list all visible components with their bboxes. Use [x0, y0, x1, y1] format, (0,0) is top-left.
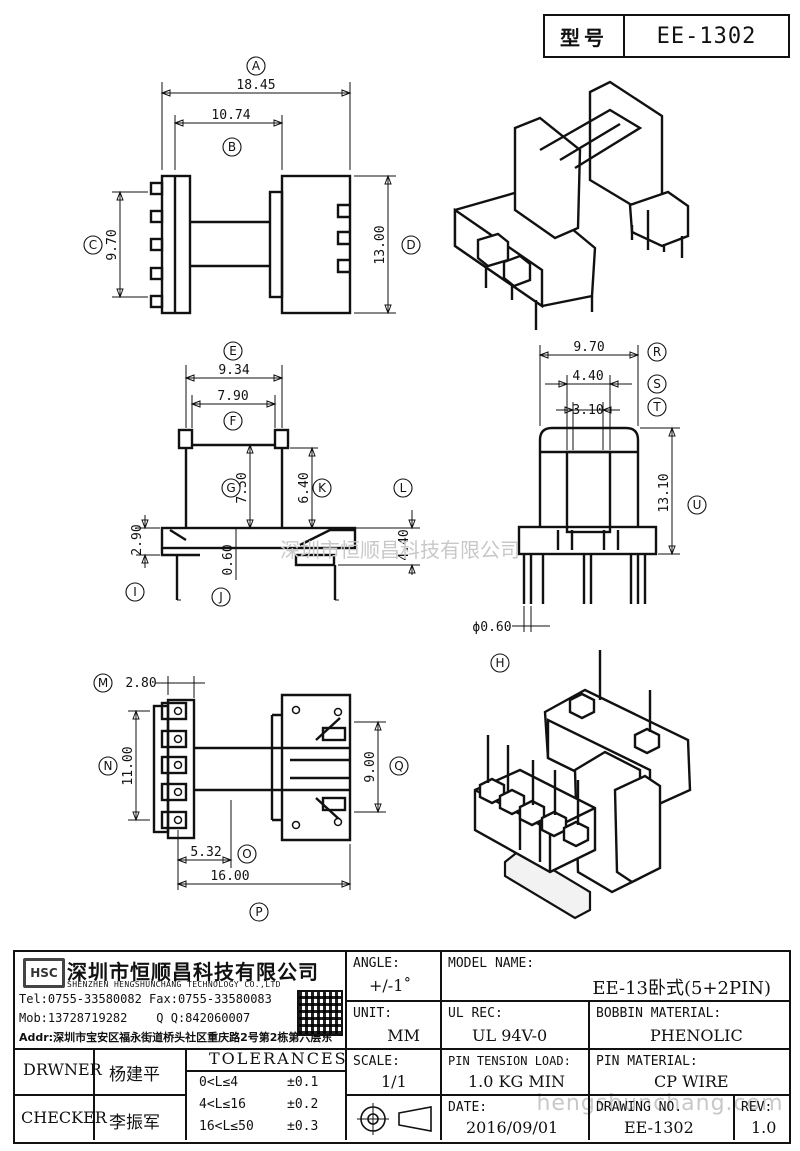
svg-text:9.34: 9.34	[218, 363, 249, 378]
projection-symbol-cell	[345, 1094, 440, 1140]
projection-symbol-icon	[357, 1103, 432, 1135]
qr-code-icon	[297, 990, 343, 1036]
svg-text:U: U	[693, 498, 702, 512]
svg-text:G: G	[226, 481, 235, 495]
svg-text:H: H	[495, 656, 504, 670]
svg-text:16.00: 16.00	[210, 869, 249, 884]
unit-cell: UNIT: MM	[345, 1000, 440, 1048]
svg-text:9.70: 9.70	[105, 229, 120, 260]
model-name-cell: MODEL NAME: EE-13卧式(5+2PIN)	[440, 952, 789, 1000]
top-view: 18.45 A 10.74 B 9.70 C 13.00 D	[83, 56, 421, 315]
company-name-cn: 深圳市恒顺昌科技有限公司	[67, 960, 319, 984]
company-info: HSC 深圳市恒顺昌科技有限公司 SHENZHEN HENGSHUNCHANG …	[15, 952, 345, 1048]
svg-text:R: R	[653, 345, 661, 359]
pin-material-cell: PIN MATERIAL: CP WIRE	[588, 1048, 789, 1094]
iso-view-1	[453, 80, 690, 330]
tolerances-header: TOLERANCES	[185, 1048, 346, 1070]
svg-text:E: E	[229, 344, 237, 358]
svg-text:O: O	[242, 847, 251, 861]
svg-text:C: C	[89, 238, 97, 252]
model-number: EE-1302	[656, 23, 757, 49]
svg-text:ϕ0.60: ϕ0.60	[472, 620, 511, 635]
svg-text:I: I	[133, 585, 137, 599]
svg-text:0.60: 0.60	[221, 544, 236, 575]
company-logo: HSC	[23, 958, 65, 988]
drwner-label-cell: DRWNER	[23, 1060, 102, 1079]
svg-text:7.50: 7.50	[235, 472, 250, 503]
checker-value-cell: 李振军	[93, 1094, 185, 1140]
svg-text:S: S	[653, 377, 661, 391]
svg-text:N: N	[104, 759, 113, 773]
svg-text:F: F	[230, 414, 237, 428]
date-cell: DATE: 2016/09/01	[440, 1094, 588, 1140]
scale-cell: SCALE: 1/1	[345, 1048, 440, 1094]
drawing-no-cell: DRAWING NO. EE-1302	[588, 1094, 733, 1140]
company-name-en: SHENZHEN HENGSHUNCHANG TECHNOLOGY CO.,LT…	[67, 980, 281, 989]
bobbin-material-cell: BOBBIN MATERIAL: PHENOLIC	[588, 1000, 789, 1048]
side-view: 9.70 R 4.40 S 3.10 T 13.10 U ϕ0.60	[472, 340, 707, 635]
svg-text:K: K	[318, 481, 327, 495]
svg-text:7.90: 7.90	[217, 389, 248, 404]
rev-cell: REV: 1.0	[733, 1094, 789, 1140]
svg-text:B: B	[228, 140, 236, 154]
svg-text:4.40: 4.40	[572, 369, 603, 384]
svg-text:9.00: 9.00	[363, 751, 378, 782]
svg-text:3.10: 3.10	[572, 403, 603, 418]
svg-text:M: M	[98, 676, 108, 690]
svg-text:J: J	[218, 590, 223, 604]
bottom-view: 2.80 M 11.00 N 9.00 Q 5.32 O 16.00 P	[93, 673, 409, 922]
svg-text:P: P	[255, 905, 262, 919]
pin-tension-cell: PIN TENSION LOAD: 1.0 KG MIN	[440, 1048, 588, 1094]
svg-text:2.80: 2.80	[125, 676, 156, 691]
svg-text:11.00: 11.00	[121, 746, 136, 785]
svg-text:4.40: 4.40	[397, 529, 412, 560]
svg-text:13.10: 13.10	[657, 473, 672, 512]
checker-label-cell: CHECKER	[15, 1094, 107, 1140]
svg-text:2.90: 2.90	[130, 524, 145, 555]
drwner-value-cell: 杨建平	[93, 1048, 185, 1094]
svg-text:10.74: 10.74	[211, 108, 250, 123]
svg-text:9.70: 9.70	[573, 340, 604, 355]
ul-rec-cell: UL REC: UL 94V-0	[440, 1000, 588, 1048]
tolerances-table: 0<L≤4 ±0.1 4<L≤16 ±0.2 16<L≤50 ±0.3	[185, 1070, 345, 1140]
svg-text:5.32: 5.32	[190, 845, 221, 860]
svg-text:D: D	[406, 238, 415, 252]
dim-a-value: 18.45	[236, 78, 275, 93]
svg-text:Q: Q	[394, 759, 403, 773]
front-view: 9.34 E 7.90 F 7.50 G 6.40 K 4.40 L	[125, 341, 420, 607]
company-addr: Addr:深圳市宝安区福永街道桥头社区重庆路2号第2栋第六层东	[19, 1031, 333, 1044]
svg-text:T: T	[652, 400, 661, 414]
svg-text:L: L	[400, 481, 407, 495]
svg-text:A: A	[252, 59, 261, 73]
angle-cell: ANGLE: +/-1˚	[345, 952, 440, 1000]
title-block: HSC 深圳市恒顺昌科技有限公司 SHENZHEN HENGSHUNCHANG …	[13, 950, 791, 1144]
company-tel: Tel:0755-33580082 Fax:0755-33580083	[19, 992, 272, 1006]
svg-text:13.00: 13.00	[373, 225, 388, 264]
model-label: 型号	[545, 16, 625, 56]
company-mob: Mob:13728719282 Q Q:842060007	[19, 1011, 251, 1025]
svg-text:深圳市恒顺昌科技有限公司: 深圳市恒顺昌科技有限公司	[280, 538, 520, 562]
iso-view-2: H	[473, 650, 692, 920]
svg-text:6.40: 6.40	[297, 472, 312, 503]
title-box: 型号 EE-1302	[543, 14, 790, 58]
